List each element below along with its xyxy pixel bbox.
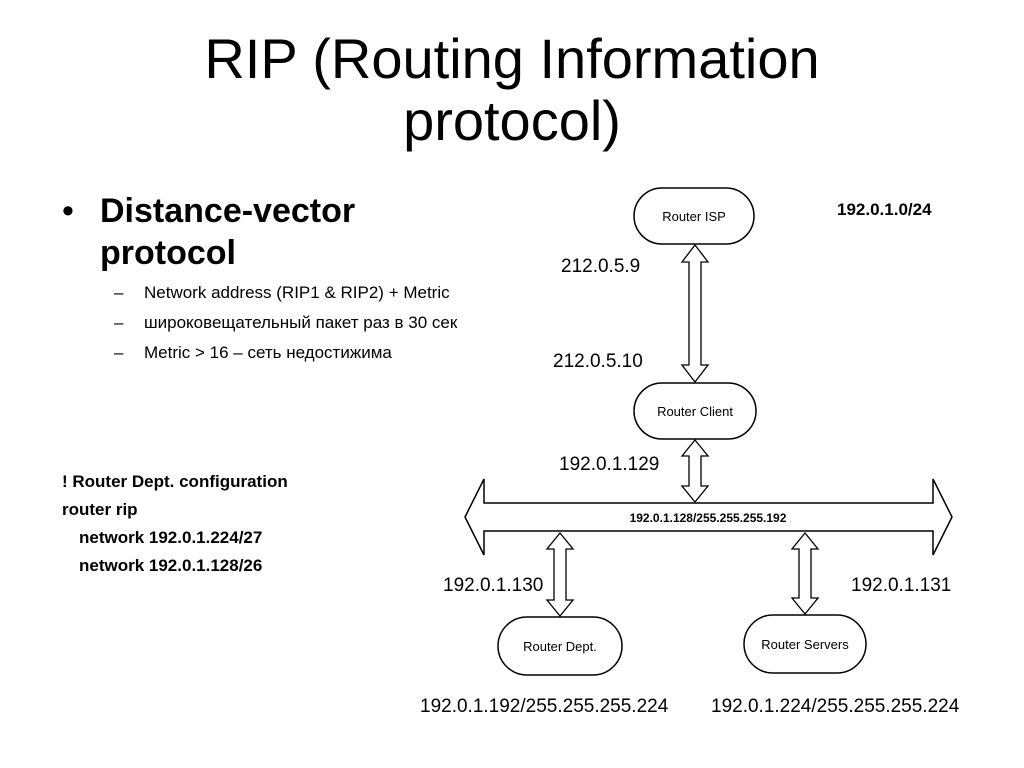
dash-icon: – (114, 283, 124, 302)
isp-link-ip: 212.0.5.9 (561, 256, 640, 277)
config-line: network 192.0.1.224/27 (79, 528, 263, 547)
sub-bullet-item: – Network address (RIP1 & RIP2) + Metric (114, 282, 492, 304)
bullet-text: Distance-vector protocol (100, 192, 356, 272)
config-line: network 192.0.1.128/26 (79, 556, 263, 575)
sub-bullet-item: – Metric > 16 – сеть недостижима (114, 342, 492, 364)
sub-bullet-text: Metric > 16 – сеть недостижима (144, 343, 392, 362)
network-bus-arrow (464, 478, 953, 556)
client-link-ip: 212.0.5.10 (553, 351, 643, 372)
bus-network-label: 192.0.1.128/255.255.255.192 (630, 511, 787, 525)
title-line-1: RIP (Routing Information (204, 27, 820, 90)
title-line-2: protocol) (403, 89, 621, 152)
servers-bus-ip: 192.0.1.131 (851, 575, 951, 596)
sub-bullet-item: – широковещательный пакет раз в 30 сек (114, 312, 492, 334)
router-servers-label: Router Servers (761, 637, 849, 652)
config-line: ! Router Dept. configuration (62, 472, 288, 491)
config-block: ! Router Dept. configuration router rip … (62, 468, 442, 580)
dash-icon: – (114, 343, 124, 362)
dept-subnet-label: 192.0.1.192/255.255.255.224 (420, 696, 669, 717)
servers-subnet-label: 192.0.1.224/255.255.255.224 (711, 696, 960, 717)
bus-servers-link-arrow (790, 531, 820, 616)
router-isp-label: Router ISP (662, 209, 726, 224)
sub-bullet-list: – Network address (RIP1 & RIP2) + Metric… (62, 282, 492, 364)
dash-icon: – (114, 313, 124, 332)
slide-title: RIP (Routing Information protocol) (0, 28, 1024, 152)
isp-client-link-arrow (680, 243, 710, 384)
router-client-label: Router Client (657, 404, 733, 419)
sub-bullet-text: широковещательный пакет раз в 30 сек (144, 313, 458, 332)
network-prefix-label: 192.0.1.0/24 (837, 200, 932, 219)
router-isp-node (633, 187, 755, 245)
sub-bullet-text: Network address (RIP1 & RIP2) + Metric (144, 283, 450, 302)
bus-dept-link-arrow (545, 531, 575, 618)
client-bus-ip: 192.0.1.129 (559, 454, 659, 475)
config-line: router rip (62, 500, 138, 519)
router-dept-label: Router Dept. (523, 639, 597, 654)
bullet-item: • Distance-vector protocol (62, 190, 492, 274)
bullet-dot-icon: • (62, 192, 74, 230)
client-bus-link-arrow (680, 438, 710, 504)
dept-bus-ip: 192.0.1.130 (443, 575, 543, 596)
bullet-list: • Distance-vector protocol – Network add… (62, 190, 492, 364)
